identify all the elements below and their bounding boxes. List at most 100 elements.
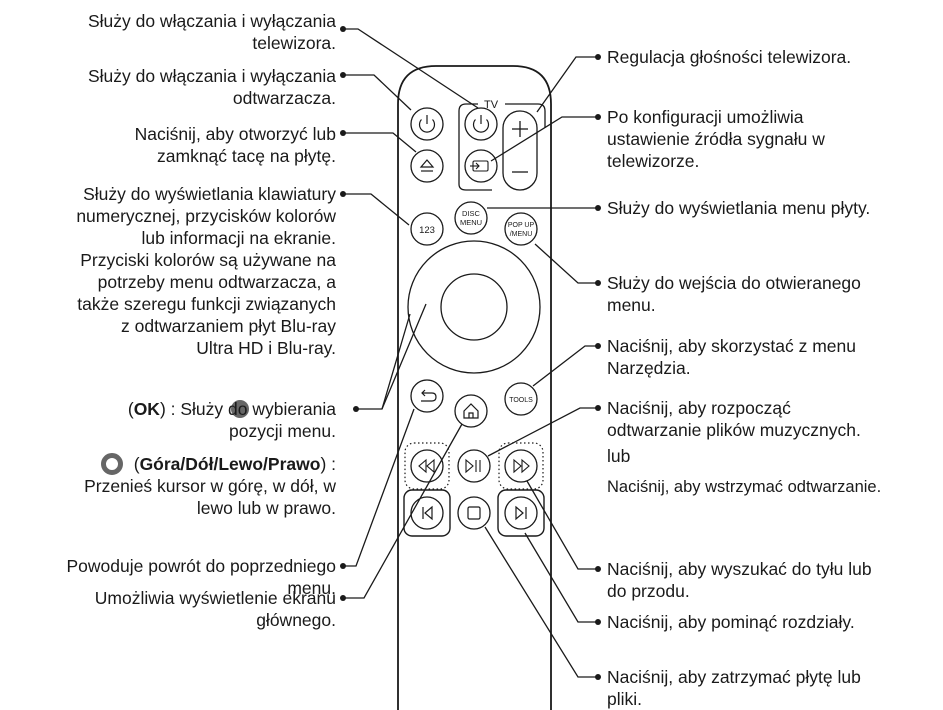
label-line: głównego.	[256, 610, 336, 630]
navigation-ring[interactable]	[407, 240, 541, 374]
label-line: pliki.	[607, 689, 643, 709]
leader-dots	[340, 26, 601, 680]
popup-menu-label-2: /MENU	[510, 231, 533, 238]
label-line: także szeregu funkcji związanych	[77, 294, 336, 314]
rewind-icon	[418, 458, 435, 474]
direction-ring-symbol-icon	[101, 453, 123, 475]
label-ok: (OK) : Służy do wybierania pozycji menu.	[128, 398, 336, 442]
back-arrow-icon	[421, 389, 437, 402]
label-line: odtwarzanie plików muzycznych.	[607, 420, 861, 440]
dir-text: :	[326, 454, 336, 474]
label-source: Po konfiguracji umożliwia ustawienie źró…	[607, 106, 825, 172]
label-line: Służy do wyświetlania menu płyty.	[607, 198, 871, 218]
label-line: lub	[607, 446, 631, 466]
rewind-highlight	[404, 442, 450, 490]
back-button[interactable]	[410, 379, 444, 413]
label-line: menu.	[287, 578, 336, 598]
dir-bold: Góra/Dół/Lewo/Prawo	[139, 454, 321, 474]
numeric-123-button[interactable]: 123	[410, 212, 444, 246]
play-pause-button[interactable]	[457, 449, 491, 483]
label-directions: (Góra/Dół/Lewo/Prawo) : Przenieś kursor …	[84, 453, 336, 519]
label-numeric: Służy do wyświetlania klawiatury numeryc…	[76, 183, 336, 359]
volume-rocker[interactable]	[502, 110, 538, 191]
label-line: ustawienie źródła sygnału w	[607, 129, 825, 149]
ok-symbol-icon	[231, 400, 249, 418]
ok-button[interactable]	[440, 273, 508, 341]
rewind-button[interactable]	[410, 449, 444, 483]
label-line: Regulacja głośności telewizora.	[607, 47, 852, 67]
label-line: Umożliwia wyświetlenie ekranu	[94, 588, 336, 608]
tv-group-outline	[458, 103, 546, 191]
power-icon	[418, 115, 436, 133]
label-back: Powoduje powrót do poprzedniego menu.	[67, 555, 337, 599]
label-line: Służy do wejścia do otwieranego	[607, 273, 861, 293]
home-icon	[463, 403, 479, 419]
label-line: z odtwarzaniem płyt Blu-ray	[121, 316, 336, 336]
label-line: Służy do włączania i wyłączania	[87, 11, 336, 31]
label-skip: Naciśnij, aby pominąć rozdziały.	[607, 611, 855, 633]
label-line: Naciśnij, aby wstrzymać odtwarzanie.	[607, 478, 882, 496]
dir-line: (Góra/Dół/Lewo/Prawo) :	[133, 454, 336, 474]
label-line: Służy do wyświetlania klawiatury	[83, 184, 336, 204]
label-line: Służy do włączania i wyłączania	[87, 66, 336, 86]
label-line: pozycji menu.	[229, 421, 336, 441]
player-power-button[interactable]	[410, 107, 444, 141]
label-line: Ultra HD i Blu-ray.	[196, 338, 336, 358]
fast-forward-button[interactable]	[504, 449, 538, 483]
disc-menu-label-1: DISC	[462, 209, 481, 218]
eject-button[interactable]	[410, 149, 444, 183]
label-popup: Służy do wejścia do otwieranego menu.	[607, 272, 861, 316]
disc-menu-button[interactable]: DISC MENU	[454, 201, 488, 235]
label-disc-menu: Służy do wyświetlania menu płyty.	[607, 197, 870, 219]
label-play: Naciśnij, aby rozpocząć odtwarzanie plik…	[607, 397, 881, 498]
label-line: Naciśnij, aby pominąć rozdziały.	[607, 612, 855, 632]
tools-button[interactable]: TOOLS	[504, 382, 538, 416]
label-line: telewizorze.	[607, 151, 700, 171]
eject-icon	[419, 159, 435, 172]
skip-back-button[interactable]	[410, 496, 444, 530]
source-button[interactable]	[464, 149, 498, 183]
label-line: potrzeby menu odtwarzacza, a	[97, 272, 336, 292]
label-line: telewizora.	[252, 33, 336, 53]
skip-back-icon	[422, 505, 433, 521]
skip-forward-button[interactable]	[504, 496, 538, 530]
popup-menu-button[interactable]: POP UP /MENU	[504, 212, 538, 246]
disc-menu-label-2: MENU	[460, 218, 482, 227]
skip-forward-icon	[515, 505, 527, 521]
label-line: numerycznej, przycisków kolorów	[76, 206, 336, 226]
stop-icon	[467, 506, 481, 520]
remote-body	[397, 65, 552, 710]
tools-label: TOOLS	[509, 397, 533, 404]
label-stop: Naciśnij, aby zatrzymać płytę lub pliki.	[607, 666, 861, 710]
label-line: Naciśnij, aby wyszukać do tyłu lub	[607, 559, 872, 579]
volume-up-icon	[512, 121, 528, 137]
skip-forward-highlight	[497, 489, 545, 537]
label-player-power: Służy do włączania i wyłączania odtwarza…	[88, 65, 336, 109]
tv-label: TV	[484, 99, 499, 111]
label-line: Naciśnij, aby zatrzymać płytę lub	[607, 667, 861, 687]
label-tools: Naciśnij, aby skorzystać z menu Narzędzi…	[607, 335, 856, 379]
tv-power-button[interactable]	[464, 107, 498, 141]
popup-menu-label-1: POP UP	[508, 222, 535, 229]
label-line: Powoduje powrót do poprzedniego	[66, 556, 337, 576]
label-eject: Naciśnij, aby otworzyć lub zamknąć tacę …	[135, 123, 336, 167]
label-line: Przyciski kolorów są używane na	[80, 250, 336, 270]
ok-line: (OK) : Służy do wybierania	[127, 399, 336, 419]
label-line: Po konfiguracji umożliwia	[607, 107, 804, 127]
label-tv-power: Służy do włączania i wyłączania telewizo…	[88, 10, 336, 54]
power-icon	[472, 115, 490, 133]
label-line: Przenieś kursor w górę, w dół, w	[84, 476, 336, 496]
label-line: do przodu.	[607, 581, 690, 601]
label-search: Naciśnij, aby wyszukać do tyłu lub do pr…	[607, 558, 872, 602]
home-button[interactable]	[454, 394, 488, 428]
source-input-icon	[470, 160, 489, 172]
label-line: zamknąć tacę na płytę.	[157, 146, 336, 166]
ok-bold: OK	[133, 399, 160, 419]
stop-button[interactable]	[457, 496, 491, 530]
leader-lines	[343, 28, 598, 678]
skip-back-highlight	[403, 489, 451, 537]
play-pause-icon	[465, 458, 481, 474]
label-line: lub informacji na ekranie.	[141, 228, 336, 248]
ok-text: : Służy do wybierania	[165, 399, 336, 419]
